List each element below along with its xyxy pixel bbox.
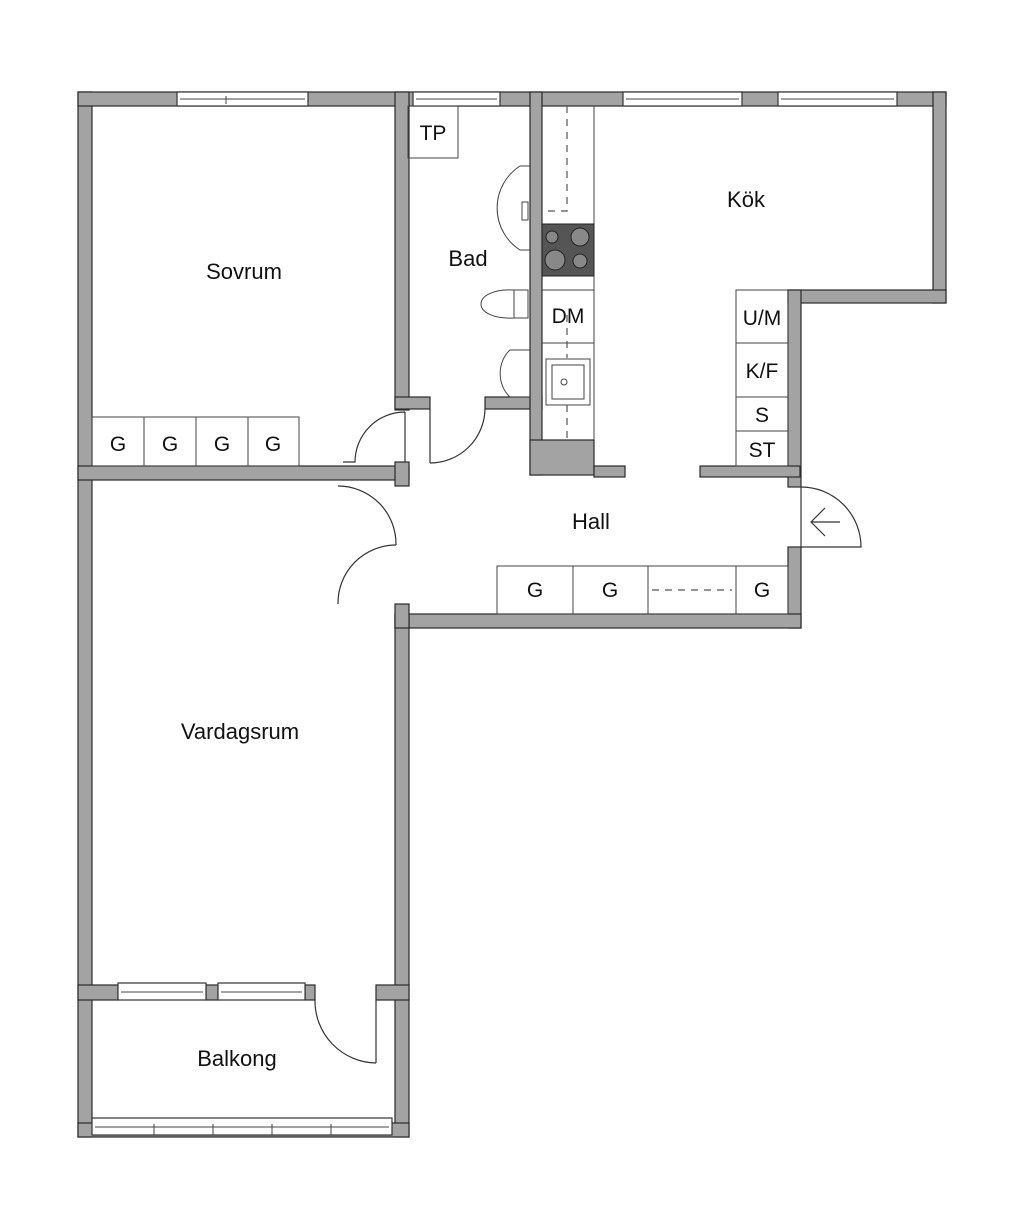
- label-kf: K/F: [746, 360, 779, 383]
- windows: [91, 91, 898, 1136]
- entrance-arrow-icon: [810, 507, 840, 537]
- entrance-door[interactable]: [800, 486, 862, 548]
- bathroom-fixtures: [407, 105, 530, 398]
- label-wardrobe: G: [602, 579, 618, 602]
- wardrobes: [91, 416, 789, 615]
- door-balkong[interactable]: [314, 999, 377, 1064]
- room-label-vardagsrum: Vardagsrum: [181, 719, 299, 744]
- room-label-bad: Bad: [448, 246, 487, 271]
- kitchen-fixtures: [541, 106, 789, 467]
- room-label-sovrum: Sovrum: [206, 259, 282, 284]
- label-wardrobe: G: [214, 433, 230, 456]
- room-label-balkong: Balkong: [197, 1046, 277, 1071]
- label-dm: DM: [552, 305, 585, 328]
- label-wardrobe: G: [754, 579, 770, 602]
- door-bad[interactable]: [429, 408, 486, 464]
- sink-icon: [545, 358, 591, 406]
- doors: [314, 408, 862, 1064]
- label-wardrobe: G: [265, 433, 281, 456]
- toilet-icon: [480, 289, 529, 319]
- label-wardrobe: G: [110, 433, 126, 456]
- label-st: ST: [749, 439, 776, 462]
- label-wardrobe: G: [527, 579, 543, 602]
- room-label-kok: Kök: [727, 187, 766, 212]
- room-label-hall: Hall: [572, 509, 610, 534]
- shower: [496, 165, 530, 251]
- label-um: U/M: [743, 307, 782, 330]
- label-wardrobe: G: [162, 433, 178, 456]
- label-s: S: [755, 404, 769, 427]
- shower-head-icon: [521, 201, 529, 221]
- door-vardagsrum[interactable]: [337, 485, 397, 605]
- label-tp: TP: [420, 122, 447, 145]
- door-sovrum[interactable]: [343, 411, 406, 463]
- washbasin-icon: [499, 349, 530, 398]
